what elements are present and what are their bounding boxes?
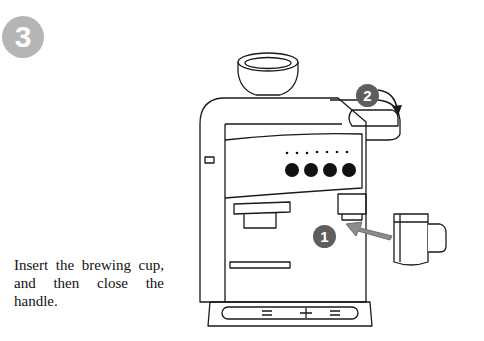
circle-fill: [313, 225, 336, 248]
side-badge: [205, 157, 214, 163]
cup-rim: [394, 214, 428, 262]
indicator-dot: [326, 151, 329, 154]
drip-grille: [222, 307, 358, 319]
hopper-opening: [245, 58, 291, 69]
drip-tray: [208, 302, 372, 326]
step-badge: 3: [2, 16, 44, 58]
indicator-dot: [346, 151, 349, 154]
grille-marks: [262, 308, 340, 318]
indicator-dot: [306, 152, 309, 155]
body-edge: [225, 124, 342, 302]
callout-number: 2: [356, 84, 379, 107]
machine-outline: [200, 53, 400, 326]
insert-arrow: [346, 222, 392, 240]
button: [285, 163, 299, 177]
group-head: [338, 194, 366, 220]
lever-handle: [349, 110, 398, 126]
button: [342, 163, 356, 177]
control-panel: [225, 134, 362, 198]
circle-fill: [356, 84, 379, 107]
indicator-dot: [336, 151, 339, 154]
close-arrow: [378, 90, 397, 108]
hopper-rim: [238, 53, 298, 71]
callout-number-text: 1: [320, 229, 328, 244]
indicator-dot: [316, 151, 319, 154]
grinder-cradle: [234, 202, 290, 228]
circle-fill: [2, 16, 44, 58]
machine-body: [200, 98, 366, 302]
callout-number: 1: [313, 225, 336, 248]
close-arrowhead: [392, 105, 402, 116]
panel-buttons: [285, 151, 356, 177]
indicator-dot: [286, 152, 289, 155]
cup-platform: [230, 262, 290, 268]
step-number: 3: [15, 22, 32, 52]
indicator-dot: [296, 152, 299, 155]
button: [323, 163, 337, 177]
button: [304, 163, 318, 177]
cup-body: [394, 214, 428, 265]
callout-number-text: 2: [363, 88, 371, 103]
brewing-cup: [394, 214, 446, 265]
cup-handle: [428, 224, 446, 252]
instruction-text: Insert the brewing cup, and then close t…: [14, 256, 164, 310]
